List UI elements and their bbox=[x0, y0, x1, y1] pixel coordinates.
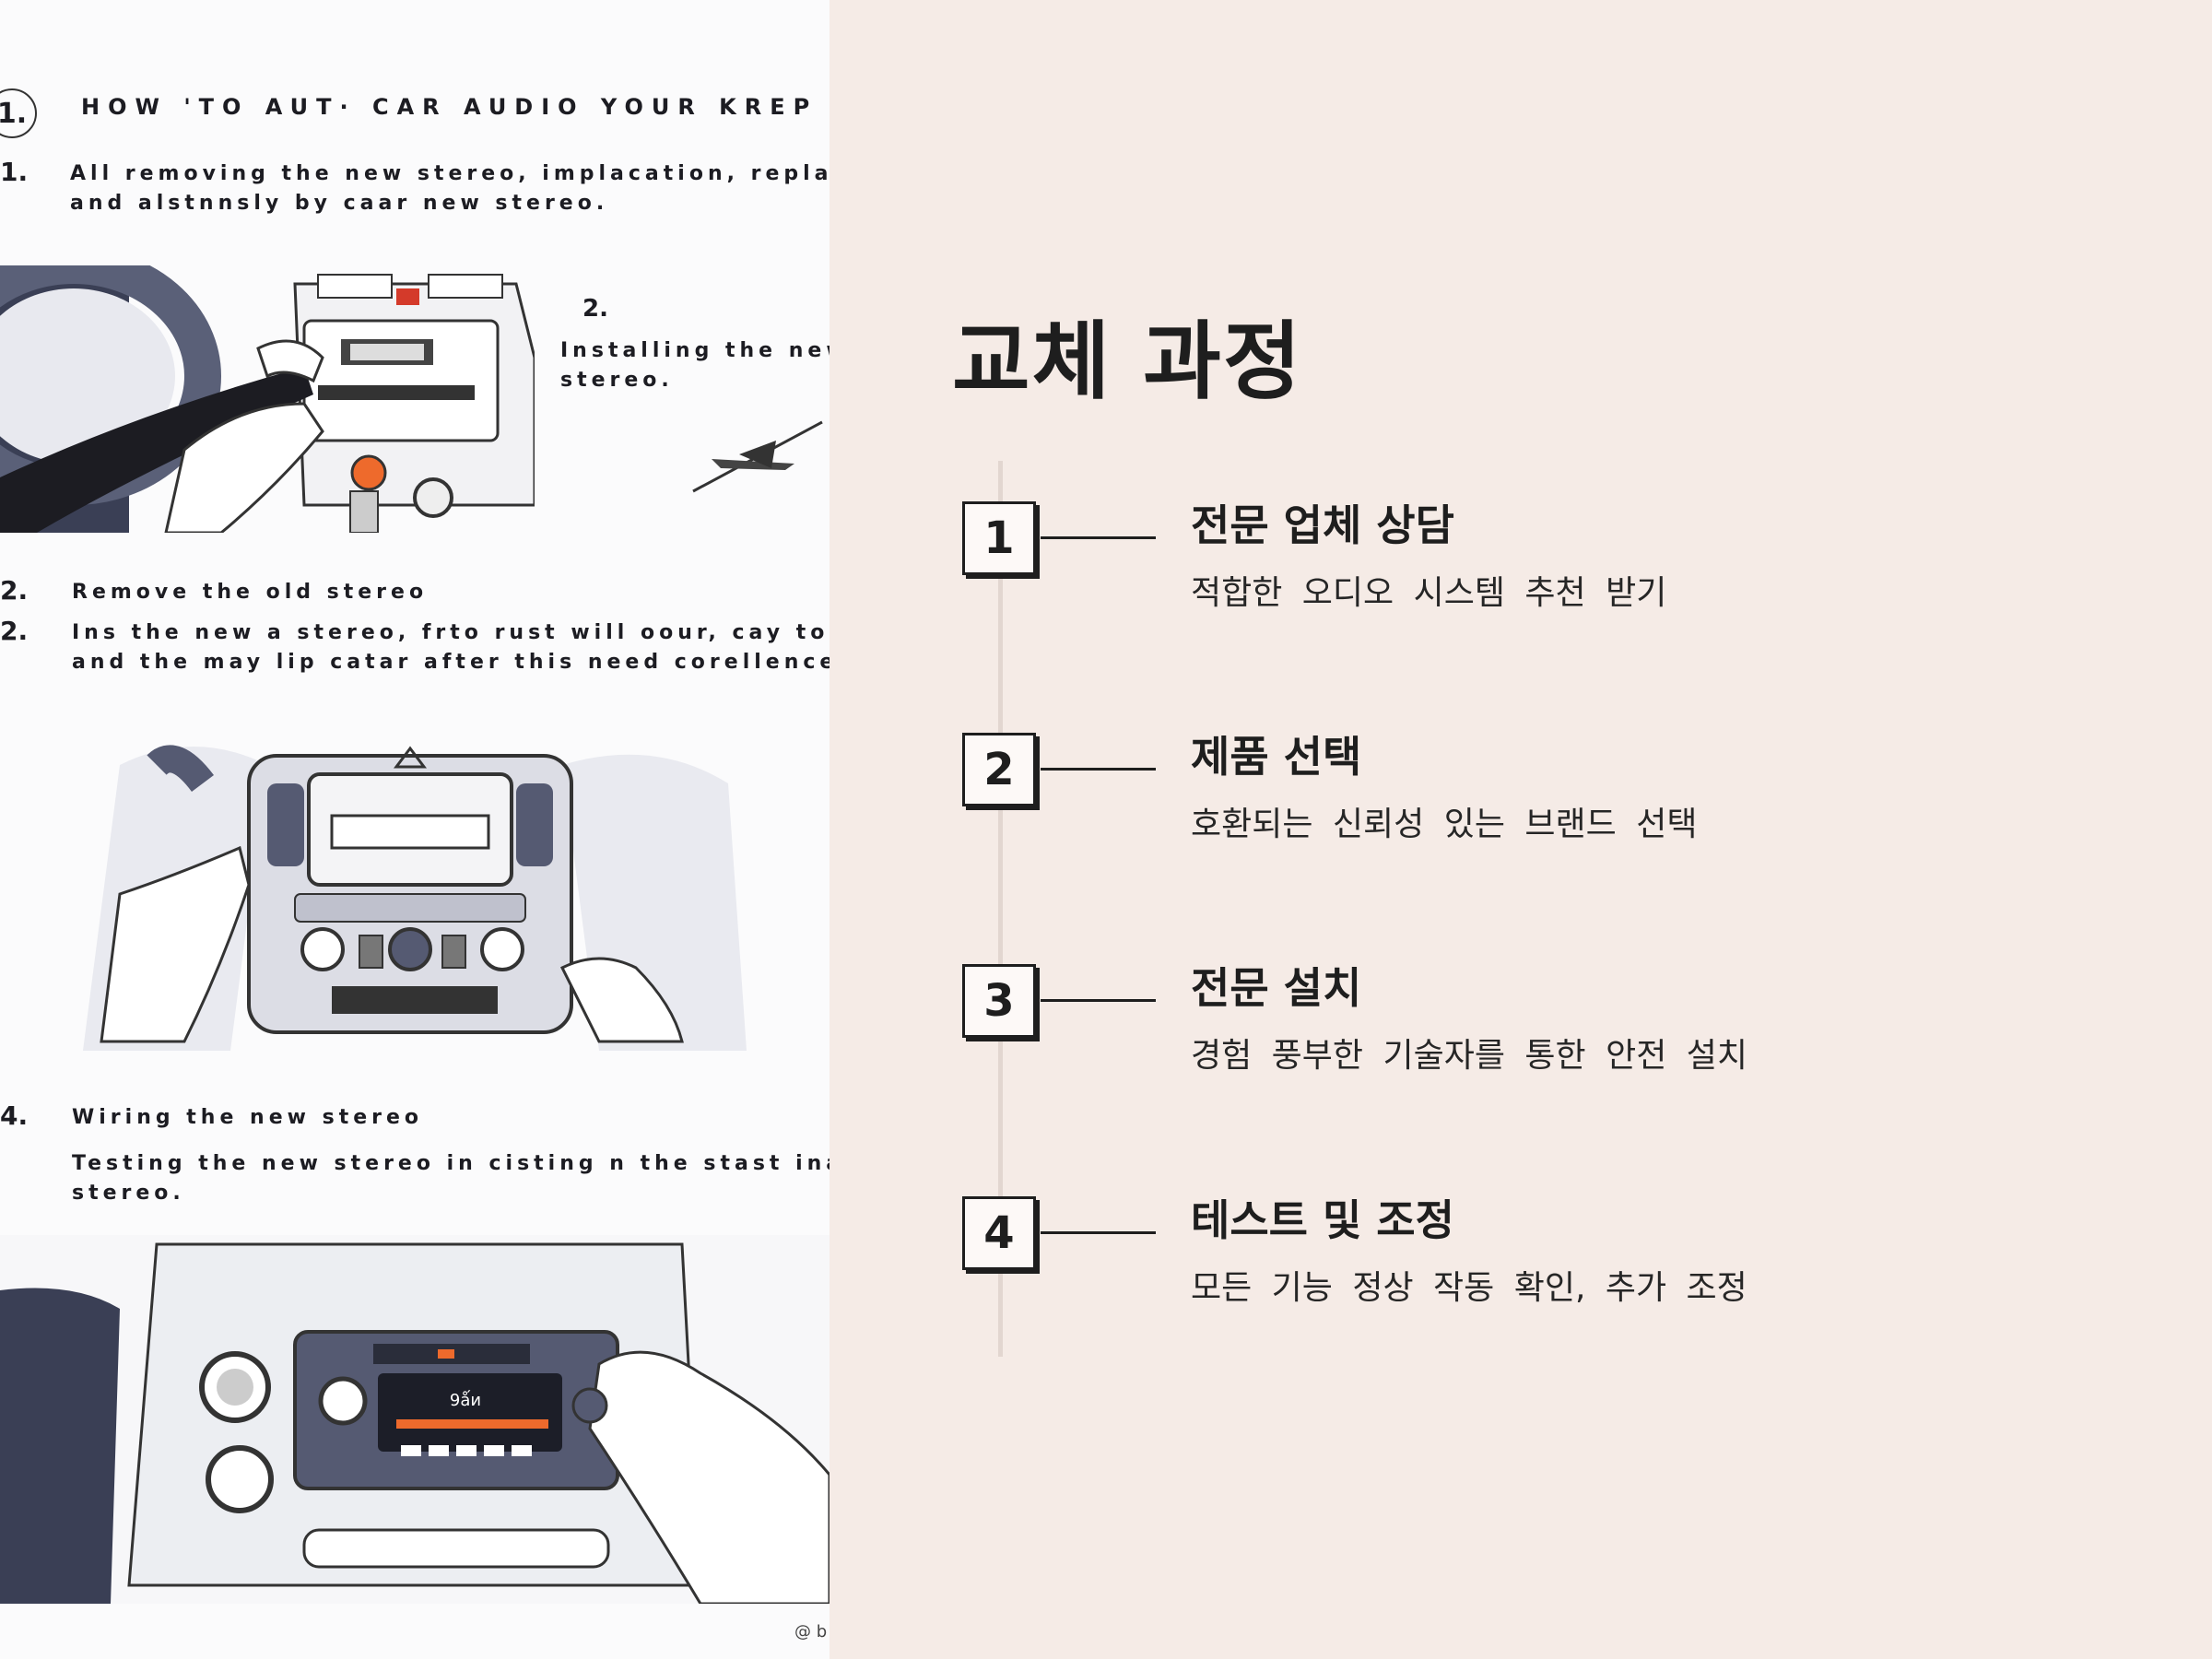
step-connector bbox=[1041, 999, 1156, 1002]
item-line: Ins the new a stereo, frto rust will oou… bbox=[72, 621, 830, 644]
item-number: 2. bbox=[0, 575, 29, 606]
process-step: 2 제품 선택 호환되는 신뢰성 있는 브랜드 선택 bbox=[962, 732, 2160, 880]
dashboard-illustration-2 bbox=[83, 745, 747, 1051]
step-description: 호환되는 신뢰성 있는 브랜드 선택 bbox=[1191, 806, 1698, 843]
step-description: 적합한 오디오 시스템 추천 받기 bbox=[1191, 574, 1667, 612]
process-step: 3 전문 설치 경험 풍부한 기술자를 통한 안전 설치 bbox=[962, 963, 2160, 1112]
item-line: All removing the new stereo, implacation… bbox=[70, 162, 830, 185]
step-number-badge: 4 bbox=[962, 1196, 1036, 1270]
item-line: Testing the new stereo in cisting n the … bbox=[72, 1152, 830, 1175]
item-number: 1. bbox=[0, 157, 29, 187]
step-description: 경험 풍부한 기술자를 통한 안전 설치 bbox=[1191, 1037, 1748, 1075]
step-title: 제품 선택 bbox=[1191, 732, 1362, 782]
step-connector bbox=[1041, 536, 1156, 539]
item-line: and the may lip catar after this need co… bbox=[72, 651, 830, 674]
step-title: 전문 업체 상담 bbox=[1191, 500, 1454, 550]
item-line: Installing the new- bbox=[560, 339, 830, 362]
process-step: 1 전문 업체 상담 적합한 오디오 시스템 추천 받기 bbox=[962, 500, 2160, 649]
step-number-badge: 2 bbox=[962, 733, 1036, 806]
item-line: and alstnnsly by caar new stereo. bbox=[70, 192, 609, 215]
timeline-line bbox=[998, 461, 1003, 1357]
process-step: 4 테스트 및 조정 모든 기능 정상 작동 확인, 추가 조정 bbox=[962, 1195, 2160, 1344]
item-number: 2. bbox=[0, 616, 29, 646]
illustration-credit: @ b bbox=[794, 1622, 828, 1641]
item-line: Remove the old stereo bbox=[72, 581, 429, 604]
dashboard-illustration-1 bbox=[0, 265, 535, 533]
step-number-badge: 1 bbox=[962, 501, 1036, 575]
page-title: 교체 과정 bbox=[952, 312, 1303, 411]
step-title: 테스트 및 조정 bbox=[1191, 1195, 1454, 1245]
item-number: 2. bbox=[582, 295, 608, 323]
step-connector bbox=[1041, 768, 1156, 771]
illustration-header: HOW 'TO AUT· CAR AUDIO YOUR KREP bbox=[81, 94, 818, 120]
airplane-icon bbox=[692, 420, 823, 493]
radio-illustration: 9ǻи bbox=[0, 1235, 830, 1604]
header-number: 1. bbox=[0, 88, 37, 138]
step-description: 모든 기능 정상 작동 확인, 추가 조정 bbox=[1191, 1269, 1747, 1307]
step-title: 전문 설치 bbox=[1191, 963, 1362, 1013]
instruction-illustration: 1. HOW 'TO AUT· CAR AUDIO YOUR KREP 1. A… bbox=[0, 0, 830, 1659]
item-line: stereo. bbox=[560, 369, 674, 392]
item-number: 4. bbox=[0, 1100, 29, 1131]
step-number-badge: 3 bbox=[962, 964, 1036, 1038]
item-line: Wiring the new stereo bbox=[72, 1106, 424, 1129]
item-line: stereo. bbox=[72, 1182, 185, 1205]
radio-display-text: 9ǻи bbox=[450, 1390, 481, 1410]
step-connector bbox=[1041, 1231, 1156, 1234]
